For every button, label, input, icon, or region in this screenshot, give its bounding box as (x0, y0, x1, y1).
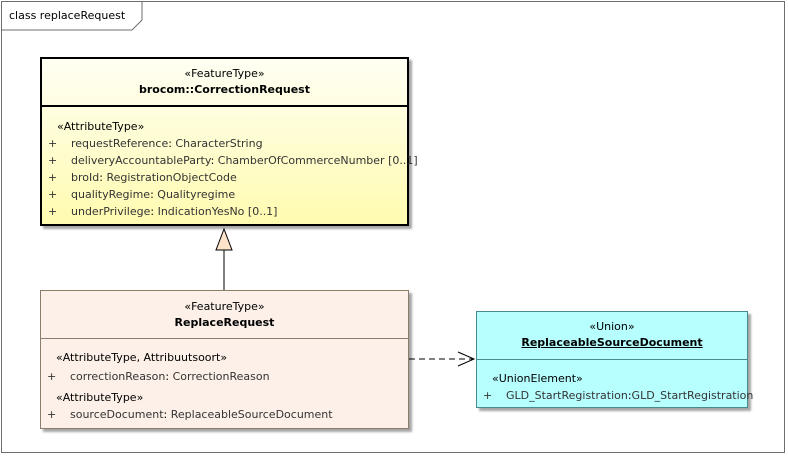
attribute-row[interactable]: + GLD_StartRegistration:GLD_StartRegistr… (483, 389, 754, 402)
attribute-stereotype: «AttributeType, Attribuutsoort» (56, 351, 228, 364)
visibility-marker: + (47, 370, 57, 383)
attribute-row[interactable]: + broId: RegistrationObjectCode (48, 171, 237, 184)
attribute-row[interactable]: + sourceDocument: ReplaceableSourceDocum… (47, 408, 333, 421)
class-stereotype: «Union» (589, 320, 635, 333)
visibility-marker: + (48, 188, 58, 201)
visibility-marker: + (483, 389, 493, 402)
class-replace-request[interactable]: «FeatureType» ReplaceRequest «AttributeT… (40, 290, 409, 429)
class-replaceable-source-document[interactable]: «Union» ReplaceableSourceDocument «Union… (476, 311, 754, 408)
attribute-type: CharacterString (175, 137, 263, 150)
class-divider (42, 105, 407, 107)
attribute-type: ChamberOfCommerceNumber [0..1] (217, 154, 418, 167)
attribute-name: sourceDocument (70, 408, 164, 421)
attribute-name: broId (71, 171, 100, 184)
class-correction-request[interactable]: «FeatureType» brocom::CorrectionRequest … (40, 57, 418, 226)
attribute-name: correctionReason (70, 370, 166, 383)
attribute-name: GLD_StartRegistration (506, 389, 628, 402)
attribute-row[interactable]: + requestReference: CharacterString (48, 137, 263, 150)
generalization-arrowhead (215, 227, 233, 251)
attribute-type: GLD_StartRegistration (631, 389, 754, 402)
attribute-name: qualityRegime (71, 188, 151, 201)
class-name: ReplaceRequest (174, 316, 275, 329)
visibility-marker: + (48, 154, 58, 167)
attribute-type: IndicationYesNo [0..1] (157, 205, 278, 218)
class-stereotype: «FeatureType» (184, 67, 265, 80)
frame-tab (2, 2, 143, 31)
attribute-compartment: «UnionElement» + GLD_StartRegistration:G… (477, 370, 754, 404)
attribute-type: ReplaceableSourceDocument (170, 408, 333, 421)
attribute-type: CorrectionReason (172, 370, 270, 383)
attribute-row[interactable]: + correctionReason: CorrectionReason (47, 370, 270, 383)
frame-title: class replaceRequest (9, 9, 126, 22)
attribute-name: requestReference (71, 137, 169, 150)
attribute-stereotype: «AttributeType» (56, 391, 144, 404)
attribute-type: RegistrationObjectCode (106, 171, 237, 184)
attribute-row[interactable]: + underPrivilege: IndicationYesNo [0..1] (48, 205, 278, 218)
visibility-marker: + (48, 205, 58, 218)
attribute-compartment: «AttributeType, Attribuutsoort» + correc… (41, 349, 408, 423)
attribute-row[interactable]: + deliveryAccountableParty: ChamberOfCom… (48, 154, 418, 167)
visibility-marker: + (48, 137, 58, 150)
attribute-type: Qualityregime (157, 188, 236, 201)
visibility-marker: + (48, 171, 58, 184)
class-stereotype: «FeatureType» (184, 300, 265, 313)
attribute-name: deliveryAccountableParty (71, 154, 211, 167)
attribute-stereotype: «AttributeType» (57, 120, 145, 133)
class-divider (477, 359, 747, 360)
attribute-row[interactable]: + qualityRegime: Qualityregime (48, 188, 236, 201)
attribute-stereotype: «UnionElement» (492, 372, 583, 385)
class-name: brocom::CorrectionRequest (139, 83, 310, 96)
dependency-arrowhead (457, 351, 476, 367)
attribute-name: underPrivilege (71, 205, 151, 218)
class-divider (41, 338, 408, 339)
class-name: ReplaceableSourceDocument (521, 336, 703, 349)
attribute-compartment: «AttributeType» + requestReference: Char… (42, 118, 418, 220)
visibility-marker: + (47, 408, 57, 421)
